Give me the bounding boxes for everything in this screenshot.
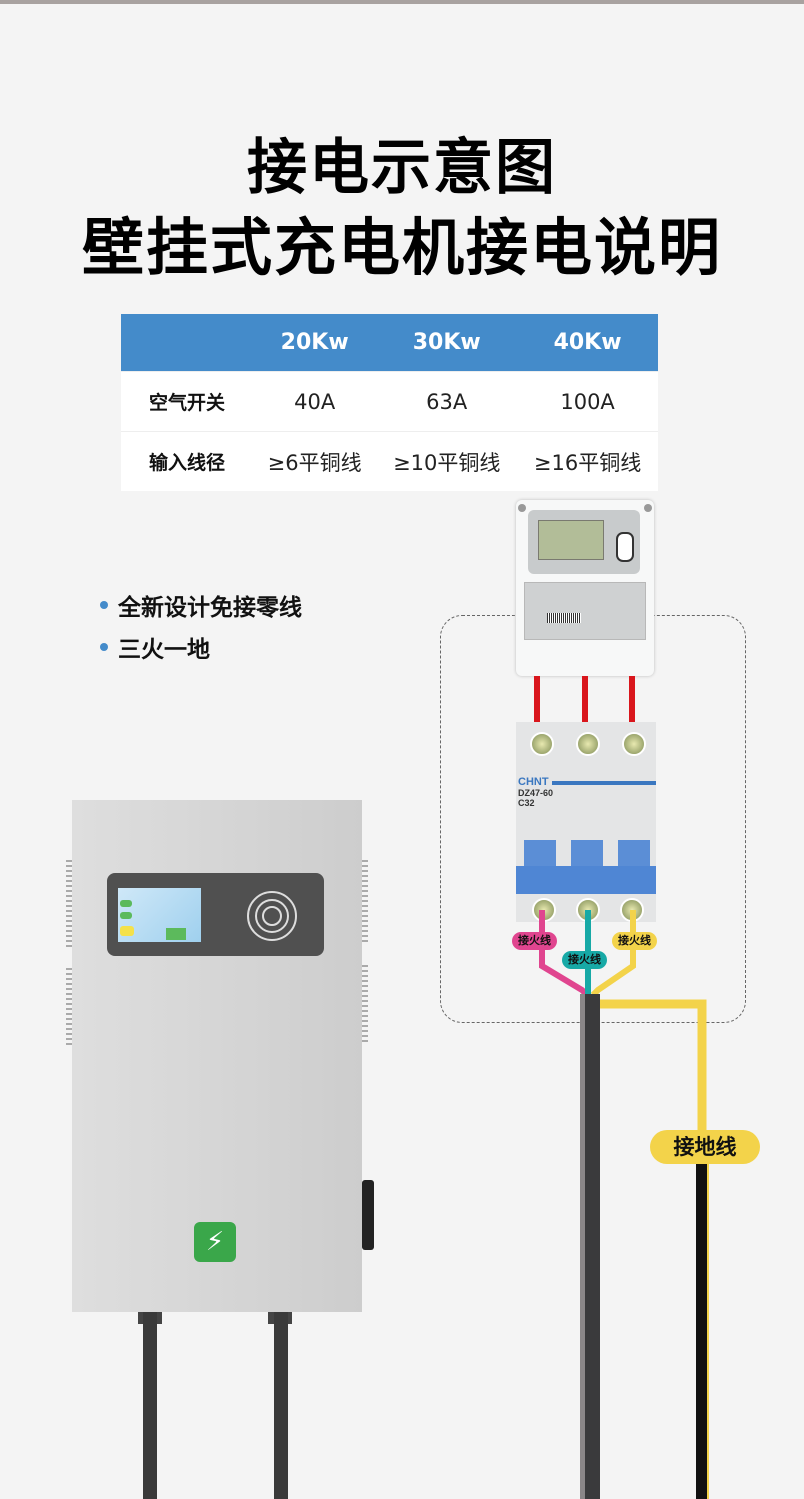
header-cell-20kw: 20Kw (253, 314, 377, 372)
bullet-dot-icon (100, 643, 108, 651)
charger-cable (143, 1312, 157, 1499)
supply-wire (534, 676, 540, 724)
breaker-model: DZ47-60 C32 (518, 788, 553, 808)
breaker-model-number: DZ47-60 (518, 788, 554, 798)
screen-button (120, 912, 132, 919)
header-cell-empty (121, 314, 253, 372)
ground-wire (598, 999, 707, 1135)
rfid-card-reader-icon (247, 891, 297, 941)
page-subtitle: 壁挂式充电机接电说明 (81, 211, 722, 284)
table-cell: 63A (376, 371, 518, 432)
live-wire-label-middle: 接火线 (562, 951, 607, 969)
wall-charger: ⚡ (72, 800, 362, 1312)
row-label-breaker: 空气开关 (121, 371, 253, 432)
brand-logo-icon: ⚡ (194, 1222, 236, 1262)
breaker-handle (571, 840, 603, 870)
circuit-breaker: CHNT DZ47-60 C32 (516, 722, 656, 922)
ground-cable-edge (707, 1163, 709, 1499)
table-cell: 100A (517, 371, 658, 432)
header-cell-40kw: 40Kw (517, 314, 658, 372)
page-title: 接电示意图 (247, 133, 557, 203)
screen-button (120, 900, 132, 907)
vent-left-top (66, 860, 72, 950)
table-cell: ≥6平铜线 (253, 431, 377, 491)
header-cell-30kw: 30Kw (376, 314, 518, 372)
screen-button (166, 928, 186, 940)
breaker-handle (618, 840, 650, 870)
feature-item: 三火一地 (100, 626, 302, 668)
terminal-screw-icon (622, 732, 646, 756)
breaker-bar (516, 866, 656, 894)
breaker-rating: C32 (518, 798, 535, 808)
control-panel (107, 873, 324, 956)
meter-face (528, 510, 640, 574)
terminal-screw-icon (530, 732, 554, 756)
table-cell: ≥16平铜线 (517, 431, 658, 491)
charger-cable (274, 1312, 288, 1499)
meter-button (616, 532, 634, 562)
bullet-dot-icon (100, 601, 108, 609)
top-border (0, 0, 804, 4)
electricity-meter (516, 500, 654, 676)
vent-right-bottom (362, 965, 368, 1045)
terminal-screw-icon (576, 732, 600, 756)
breaker-handles (516, 840, 656, 896)
brand-stripe (552, 781, 656, 785)
supply-wire (582, 676, 588, 724)
screw-icon (518, 504, 526, 512)
live-wire-label-right: 接火线 (612, 932, 657, 950)
live-wire-label-left: 接火线 (512, 932, 557, 950)
feature-text: 全新设计免接零线 (118, 595, 302, 621)
vent-right-top (362, 860, 368, 945)
meter-label-plate (524, 582, 646, 640)
table-cell: 40A (253, 371, 377, 432)
table-cell: ≥10平铜线 (376, 431, 518, 491)
breaker-handle (524, 840, 556, 870)
touch-screen (118, 888, 201, 942)
meter-lcd (538, 520, 604, 560)
main-cable-highlight (580, 994, 585, 1499)
table-row: 输入线径 ≥6平铜线 ≥10平铜线 ≥16平铜线 (121, 431, 658, 491)
side-socket (362, 1180, 374, 1250)
barcode-icon (547, 613, 581, 623)
table-row: 空气开关 40A 63A 100A (121, 371, 658, 432)
feature-list: 全新设计免接零线 三火一地 (100, 584, 302, 668)
screw-icon (644, 504, 652, 512)
vent-left-bottom (66, 968, 72, 1048)
screen-button (120, 926, 134, 936)
ground-wire-label: 接地线 (650, 1130, 760, 1164)
ground-cable (696, 1163, 708, 1499)
spec-table-header: 20Kw 30Kw 40Kw (121, 314, 658, 372)
breaker-brand: CHNT (518, 776, 549, 788)
feature-text: 三火一地 (118, 637, 210, 663)
supply-wire (629, 676, 635, 724)
feature-item: 全新设计免接零线 (100, 584, 302, 626)
row-label-wire-gauge: 输入线径 (121, 431, 253, 491)
spec-table: 20Kw 30Kw 40Kw 空气开关 40A 63A 100A 输入线径 ≥6… (121, 314, 658, 491)
